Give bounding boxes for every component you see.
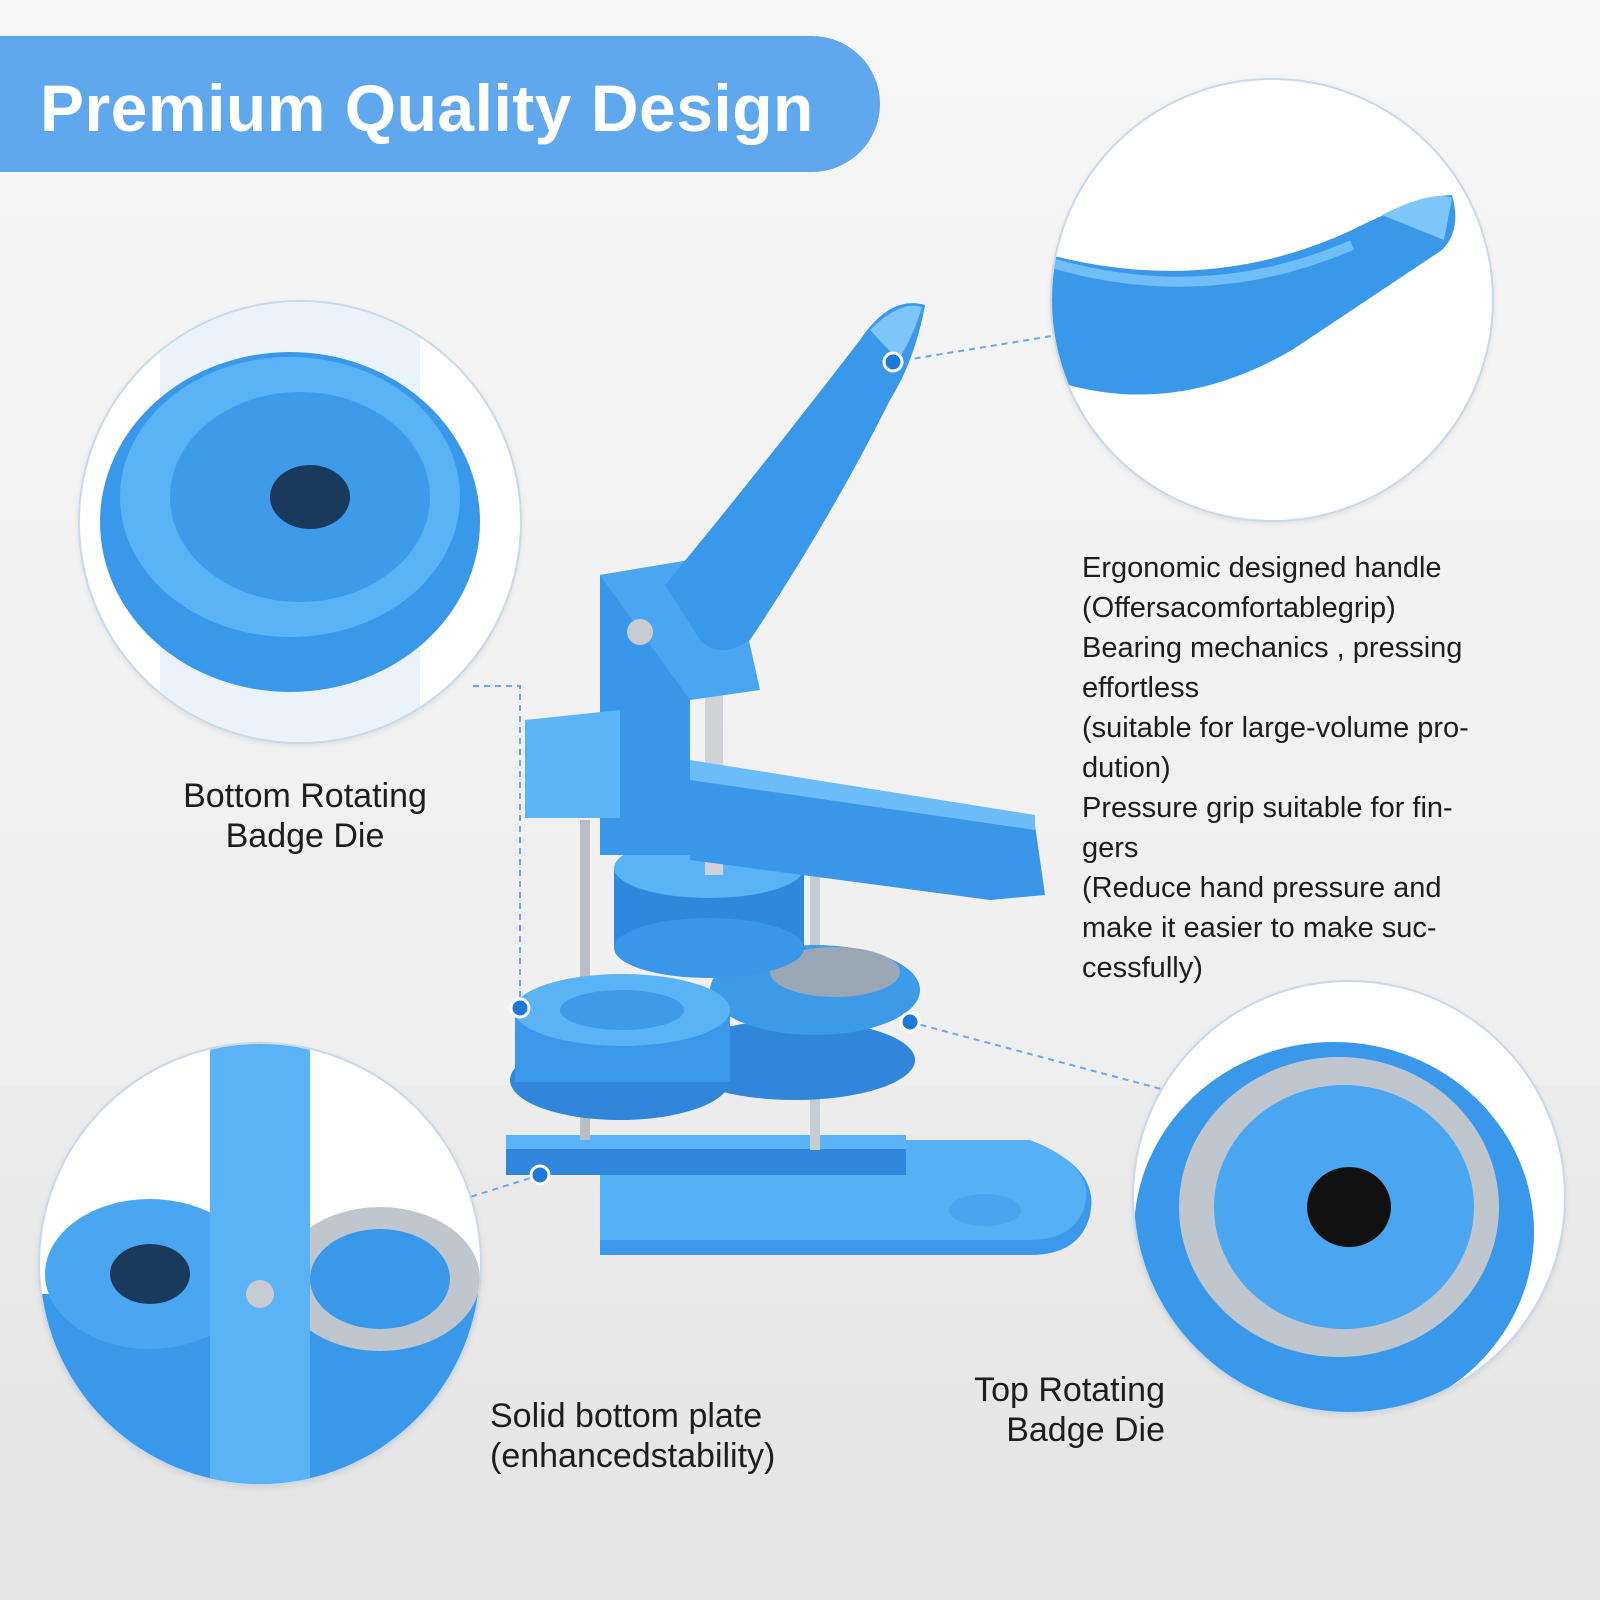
callout-bottom-die [78, 300, 522, 744]
feature-line: dution) [1082, 752, 1171, 784]
blue-dot-icon [899, 1011, 921, 1033]
base-plate-recess [949, 1194, 1021, 1226]
feature-line: Bearing mechanics , pressing [1082, 632, 1463, 664]
pressure-grip [690, 775, 1045, 900]
hinge-screw [627, 619, 653, 645]
title-banner: Premium Quality Design [0, 36, 880, 172]
right-die-base [675, 1020, 915, 1100]
callout-bottom-plate [38, 1042, 482, 1486]
label-bottom-plate-line-2: (enhancedstability) [490, 1437, 776, 1475]
label-bottom-plate: Solid bottom plate (enhancedstability) [490, 1396, 775, 1476]
left-die-inner [560, 990, 684, 1030]
feature-line: (Reduce hand pressure and [1082, 872, 1442, 904]
feature-line: Pressure grip suitable for fin- [1082, 792, 1453, 824]
slide-rail [506, 1145, 906, 1175]
right-die-ring [770, 947, 900, 997]
leader-line-bottom-die [470, 685, 521, 1008]
blue-dot-icon [882, 351, 904, 373]
leader-line-top-die [909, 1021, 1166, 1091]
ergonomic-handle [665, 303, 925, 650]
label-top-die-line-2: Badge Die [1006, 1411, 1165, 1449]
leader-line-bottom-plate [469, 1174, 541, 1198]
feature-line: cessfully) [1082, 952, 1203, 984]
feature-line: Ergonomic designed handle [1082, 552, 1442, 584]
feature-line: (Offersacomfortablegrip) [1082, 592, 1396, 624]
banner-title: Premium Quality Design [40, 71, 814, 145]
leader-line-handle [892, 334, 1059, 363]
label-bottom-die-line-1: Bottom Rotating [183, 777, 427, 815]
frame-arm-left [525, 710, 620, 818]
feature-line: gers [1082, 832, 1139, 864]
label-bottom-die-line-2: Badge Die [225, 817, 385, 855]
label-top-die-line-1: Top Rotating [974, 1371, 1165, 1409]
label-bottom-plate-line-1: Solid bottom plate [490, 1397, 763, 1435]
handle-tip [870, 305, 922, 360]
slide-rail-top [506, 1135, 906, 1149]
callout-handle [1050, 78, 1494, 522]
feature-line: make it easier to make suc- [1082, 912, 1437, 944]
blue-dot-icon [529, 1164, 551, 1186]
leader-lines [469, 334, 1166, 1198]
feature-line: effortless [1082, 672, 1200, 704]
feature-list: Ergonomic designed handle (Offersacomfor… [1082, 548, 1562, 988]
press-die-bottom [614, 918, 804, 978]
blue-dot-icon [509, 997, 531, 1019]
feature-line: (suitable for large-volume pro- [1082, 712, 1469, 744]
marker-dots [509, 351, 921, 1186]
callout-top-die [1132, 980, 1566, 1414]
label-bottom-die: Bottom Rotating Badge Die [155, 776, 455, 856]
label-top-die: Top Rotating Badge Die [930, 1370, 1165, 1450]
pressure-grip-top [690, 760, 1035, 830]
